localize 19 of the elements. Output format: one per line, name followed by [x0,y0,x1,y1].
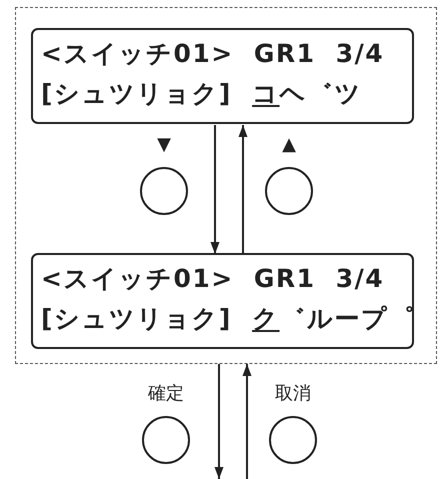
arrow [210,125,220,254]
push-button [142,416,190,464]
display-line: [シュツリョク] ク゛ループ゜ [41,303,416,335]
display-line: [シュツリョク] コヘ゛ツ [41,78,362,110]
display-line: <スイッチ01> GR1 3/4 [41,263,384,295]
display-line: <スイッチ01> GR1 3/4 [41,38,384,70]
arrow [214,364,224,479]
arrow [238,125,248,254]
push-button [265,167,313,215]
push-button [269,416,317,464]
lcd-display [31,28,414,124]
arrow [242,364,252,479]
button-label: ▲ [281,135,297,155]
button-label: 取消 [274,384,312,404]
dashed-frame [15,7,437,364]
button-label: 確定 [147,384,185,404]
push-button [140,167,188,215]
button-label: ▼ [156,135,172,155]
lcd-display [31,253,414,349]
